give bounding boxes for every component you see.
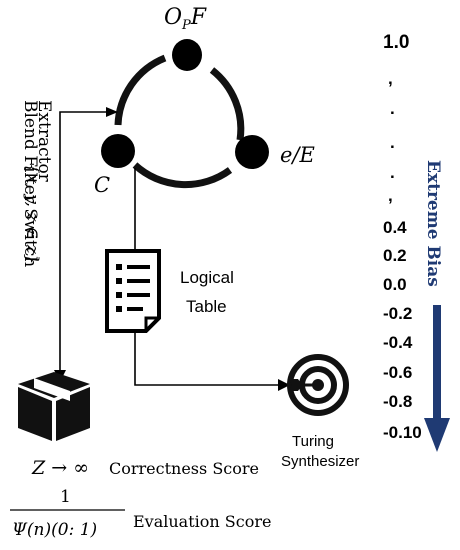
ring-node-left-label: C <box>94 173 110 197</box>
connector-table-to-synth <box>134 332 280 386</box>
correctness-math: Z → ∞ <box>31 457 89 479</box>
bias-value: -0.10 <box>383 423 422 442</box>
ring-arc-bottom <box>132 162 233 189</box>
bias-value: -0.2 <box>383 304 412 323</box>
list-icon <box>105 249 161 333</box>
ring-node-top <box>172 39 202 71</box>
evaluation-denominator: Ψ(n)(0: 1) <box>12 520 97 540</box>
bias-value: . <box>390 133 395 152</box>
box-left-face <box>18 387 52 441</box>
bias-value: 0.2 <box>383 246 407 265</box>
bias-value: 0.0 <box>383 275 407 294</box>
bias-value: -0.8 <box>383 392 412 411</box>
connectors <box>59 111 280 386</box>
bias-value: . <box>390 99 395 118</box>
evaluation-label: Evaluation Score <box>133 512 271 531</box>
bias-axis-label: Extreme Bias <box>423 160 443 287</box>
ring-arc-top-left <box>114 54 167 126</box>
extractor-set: {x, y, z ∈ z} <box>22 163 42 265</box>
bias-arrow-head <box>424 418 450 452</box>
ring-arc-top-right <box>209 67 245 141</box>
bias-arrow-shaft <box>433 305 441 420</box>
connector-c-to-box <box>59 111 110 370</box>
extractor-name-line2: Extractor <box>34 100 54 183</box>
arrowhead-to-synth <box>278 379 290 391</box>
ring-node-left <box>101 134 135 168</box>
bias-value: -0.4 <box>383 333 413 352</box>
bias-value: , <box>388 69 393 88</box>
bias-values: 1.0 , . . . , 0.4 0.2 0.0 -0.2 -0.4 -0.6… <box>383 32 422 442</box>
list-fold <box>144 316 159 331</box>
list-rows <box>116 264 150 312</box>
arrowhead-to-ring <box>106 107 118 117</box>
bias-value: , <box>388 186 393 205</box>
bias-value: 1.0 <box>383 32 409 53</box>
extractor-label: Blend Filter Switch Extractor <box>20 100 54 267</box>
box-right-face <box>56 387 90 441</box>
bias-axis-text: Extreme Bias <box>423 160 443 287</box>
bias-value: 0.4 <box>383 218 407 237</box>
synth-label-line1: Turing <box>292 433 334 450</box>
bias-value: . <box>390 163 395 182</box>
ring-node-right <box>235 135 269 169</box>
extractor-set-label: {x, y, z ∈ z} <box>22 163 42 265</box>
table-label-line1: Logical <box>180 268 234 287</box>
correctness-label: Correctness Score <box>109 459 259 478</box>
box-tape <box>34 378 70 401</box>
ring <box>114 54 245 189</box>
box-icon <box>18 372 90 441</box>
synth-label-line2: Synthesizer <box>281 453 359 470</box>
target-icon <box>287 354 349 416</box>
bias-value: -0.6 <box>383 363 412 382</box>
table-label-line2: Table <box>186 297 227 316</box>
bias-arrow <box>424 305 450 452</box>
extractor-name-line1: Blend Filter Switch <box>20 100 40 267</box>
target-outer-ring <box>287 354 349 416</box>
ring-node-right-label: e/E <box>280 143 315 167</box>
evaluation-numerator: 1 <box>60 487 71 507</box>
ring-node-top-label: OPF <box>164 5 207 33</box>
box-top-face <box>18 372 90 398</box>
target-dart-feather <box>288 379 302 391</box>
